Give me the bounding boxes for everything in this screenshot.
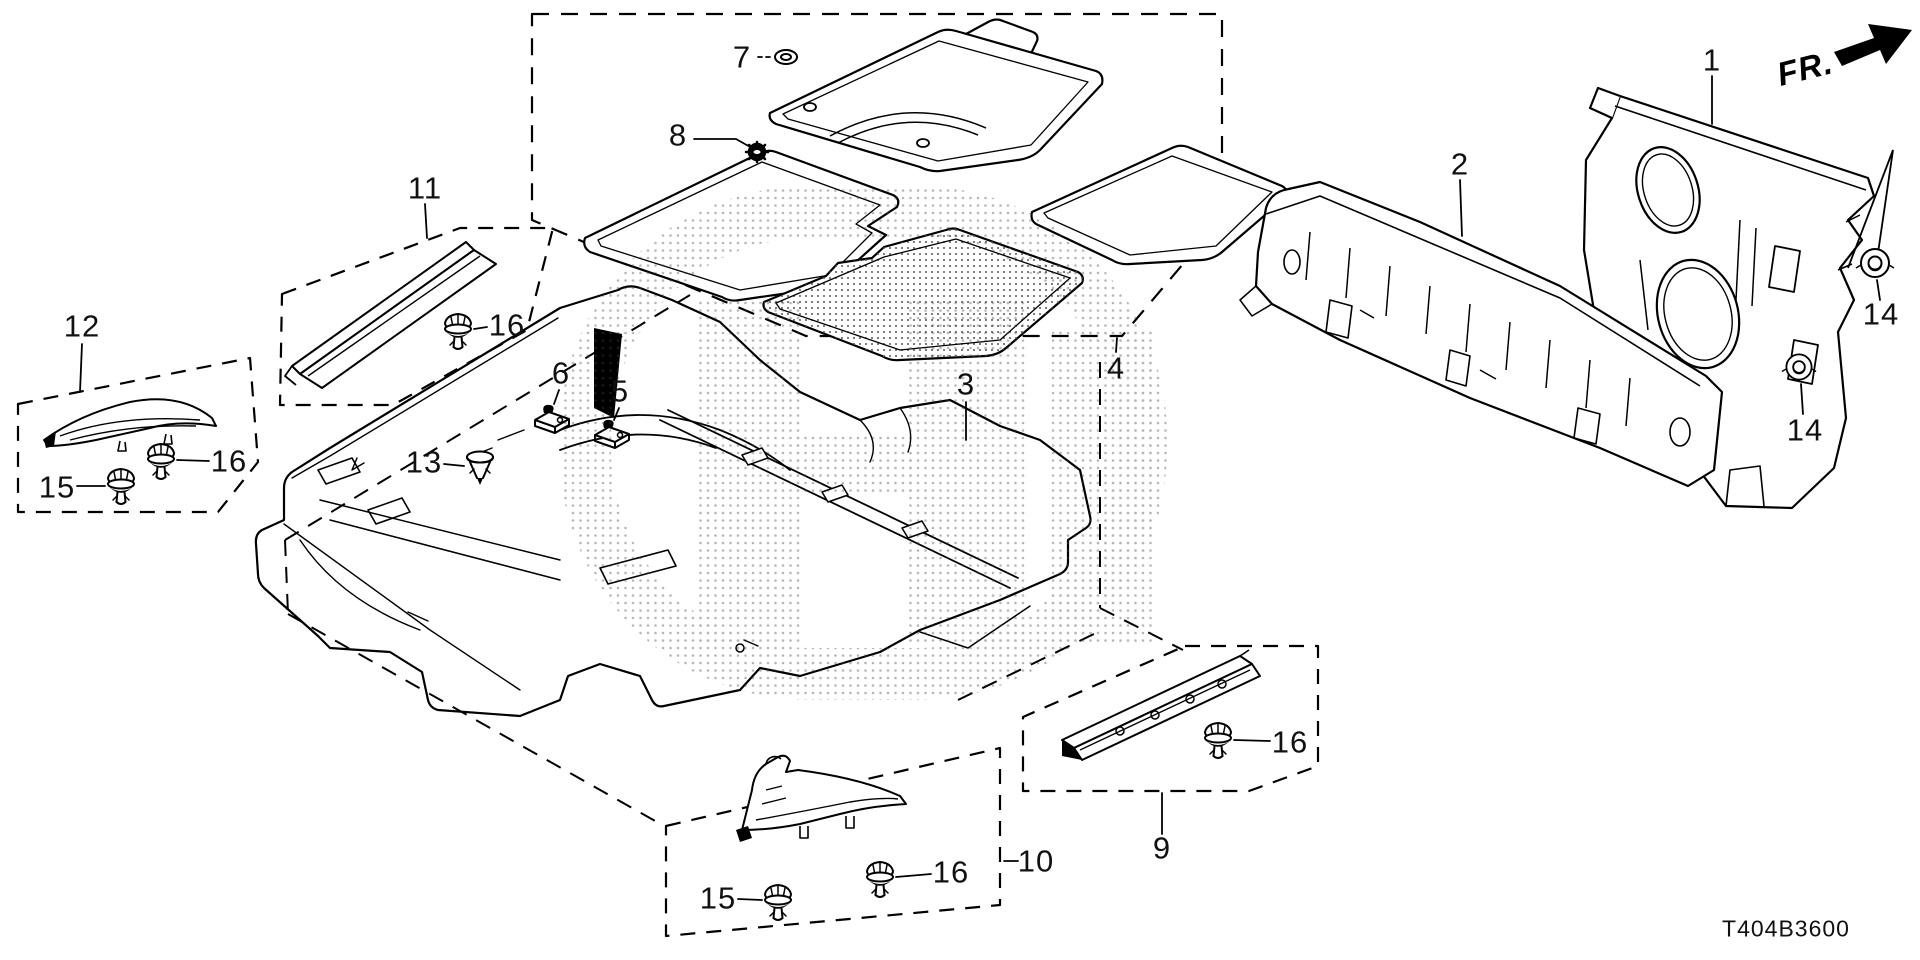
clip-16-box10: [866, 861, 894, 898]
floor-mat-front-right: [768, 18, 1104, 173]
clip-15-box10: [764, 884, 792, 921]
cowl-side-garnish-12: [43, 398, 217, 452]
dashed-box-9: [1021, 644, 1320, 793]
callout-1[interactable]: 1: [1702, 42, 1722, 78]
dashed-box-12: [16, 356, 260, 514]
dashboard-insulator-inner: [1239, 180, 1724, 488]
clip-7-grommet: [774, 49, 798, 65]
callout-5[interactable]: 5: [610, 373, 630, 409]
grommet-14-group: [1781, 149, 1895, 381]
callout-11[interactable]: 11: [407, 170, 443, 206]
callout-16-box9[interactable]: 16: [1271, 724, 1309, 760]
grommet-14-upper: [1855, 248, 1895, 278]
callout-3[interactable]: 3: [956, 366, 976, 402]
cowl-garnish-box-12: [16, 356, 260, 514]
clip-16-box9: [1204, 722, 1232, 759]
dashed-box-10: [664, 746, 1002, 938]
clip-16-box11: [444, 313, 472, 350]
callout-6[interactable]: 6: [551, 355, 571, 391]
dashed-box-11: [278, 226, 555, 407]
callout-4[interactable]: 4: [1106, 350, 1126, 386]
callout-16-box11[interactable]: 16: [488, 307, 526, 343]
callout-14-upper[interactable]: 14: [1862, 296, 1900, 332]
callout-14-lower[interactable]: 14: [1786, 412, 1824, 448]
clip-8-fastener: [744, 140, 770, 164]
callout-13[interactable]: 13: [405, 444, 443, 480]
sill-garnish-9: [1061, 649, 1261, 761]
kick-panel-garnish-10: [736, 754, 907, 842]
clip-16-box12: [147, 443, 175, 480]
sill-garnish-box-9: [1021, 644, 1320, 793]
callout-8[interactable]: 8: [668, 117, 688, 153]
callout-15-box12[interactable]: 15: [38, 469, 76, 505]
kick-garnish-box-10: [664, 746, 1002, 938]
callout-leader-lines: [76, 56, 1881, 901]
callout-10[interactable]: 10: [1017, 843, 1055, 879]
clip-15-box12: [107, 468, 135, 505]
diagram-part-code: T404B3600: [1722, 915, 1850, 942]
callout-12[interactable]: 12: [63, 308, 101, 344]
side-garnish-box-11: [278, 226, 555, 407]
callout-16-box12[interactable]: 16: [210, 443, 248, 479]
honda-watermark-dots: [559, 186, 1167, 700]
callout-2[interactable]: 2: [1450, 146, 1470, 182]
callout-9[interactable]: 9: [1152, 830, 1172, 866]
front-direction-arrow-icon: [1834, 24, 1912, 66]
assembly-triangle-lines: [1847, 149, 1894, 269]
callout-7[interactable]: 7: [732, 39, 752, 75]
callout-16-box10[interactable]: 16: [932, 854, 970, 890]
callout-15-box10[interactable]: 15: [699, 880, 737, 916]
sill-garnish-11: [284, 241, 497, 389]
